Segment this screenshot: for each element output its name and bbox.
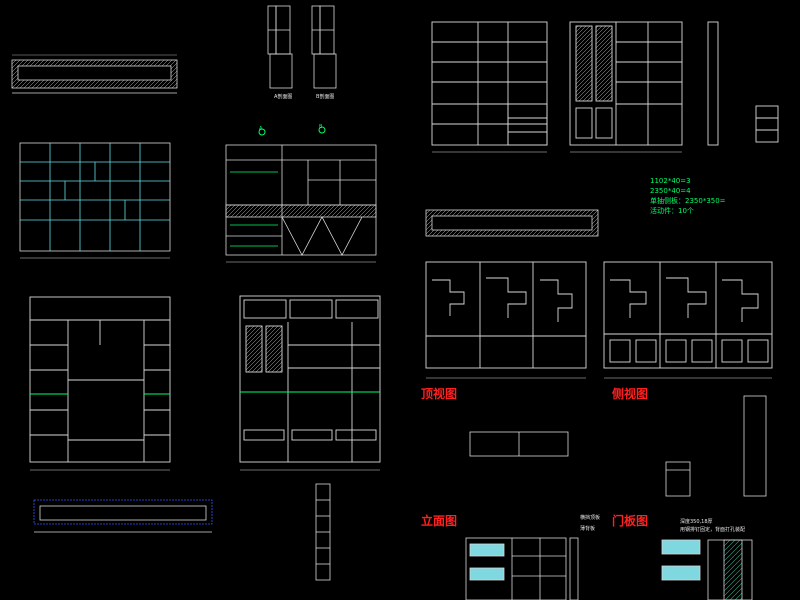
glass-door-wardrobe-elevation xyxy=(239,295,381,463)
side-view-title: 侧视图 xyxy=(612,387,649,401)
glass-cabinet-elevation xyxy=(569,21,779,146)
hinge-count-spec: 活动件：10个 xyxy=(650,207,694,215)
single-side-spec: 单抽侧板：2350*350= xyxy=(650,197,726,205)
blue-hatched-plan xyxy=(33,499,213,533)
bookshelf-elevation-cyan xyxy=(19,142,171,252)
desk-cabinet-elevation xyxy=(225,144,377,256)
counter-top-view xyxy=(11,54,178,94)
elevation-title: 立面图 xyxy=(421,514,458,528)
bookcase-elevation xyxy=(431,21,548,146)
door-panel-title: 门板图 xyxy=(612,514,649,528)
callout-marker-b xyxy=(318,126,326,134)
elevation-detail xyxy=(465,537,579,600)
section-b-drawing xyxy=(311,5,337,89)
legend-item-1: 横挡顶板 xyxy=(580,515,601,521)
section-a-label: A剖面图 xyxy=(274,94,293,100)
display-cabinet-right xyxy=(603,261,773,369)
top-view-title: 顶视图 xyxy=(421,387,458,401)
panel-spec-1: 1102*40=3 xyxy=(650,177,691,185)
display-cabinet-left xyxy=(425,261,587,369)
note-fix: 用钢排钉固定，背面打孔装配 xyxy=(680,527,746,533)
dimension-lines xyxy=(20,151,772,471)
long-shelf-top-view xyxy=(425,209,599,237)
section-b-label: B剖面图 xyxy=(316,94,335,100)
callout-a-label: A xyxy=(259,126,263,132)
top-view-detail xyxy=(469,431,569,457)
door-panel-detail xyxy=(661,539,753,600)
note-depth: 深度350,18厚 xyxy=(680,519,713,525)
narrow-column-elevation xyxy=(315,483,331,581)
legend-item-2: 薄背板 xyxy=(580,526,596,532)
callout-b-label: B xyxy=(319,124,323,130)
side-view-detail xyxy=(665,395,767,497)
section-a-drawing xyxy=(267,5,293,89)
panel-spec-2: 2350*40=4 xyxy=(650,187,691,195)
wardrobe-elevation xyxy=(29,296,171,463)
callout-marker-a xyxy=(258,128,266,136)
